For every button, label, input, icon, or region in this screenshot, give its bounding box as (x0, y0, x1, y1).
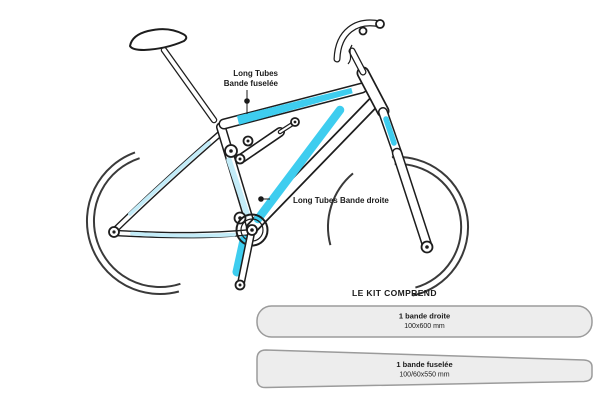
stem (352, 51, 363, 72)
crank-film-highlight (232, 235, 249, 277)
rear-tire-outer-arc (85, 151, 180, 295)
front-tire-outer-arc (391, 156, 470, 297)
kit-title: LE KIT COMPREND (352, 288, 437, 298)
saddle (128, 28, 188, 52)
annotation-tapered-line1: Long Tubes (233, 69, 278, 78)
suspension-linkage (224, 135, 254, 225)
straight-band-name: 1 bande droite (399, 312, 450, 321)
tapered-band-name: 1 bande fuselée (396, 360, 452, 369)
annotation-straight-band: Long Tubes Bande droite (258, 196, 389, 205)
marker-dot (244, 98, 250, 104)
brake-lever-clamp (358, 26, 368, 36)
rear-tire-inner-arc (93, 157, 181, 289)
kit-section: LE KIT COMPREND 1 bande droite 100x600 m… (256, 288, 593, 389)
grip-end (375, 19, 385, 29)
seatpost (164, 50, 214, 120)
seat-stay-film-highlight (128, 141, 211, 216)
front-tire-left-arc (327, 172, 354, 246)
kit-strip-tapered: 1 bande fuselée 100/60x550 mm (256, 349, 593, 389)
kit-strip-straight: 1 bande droite 100x600 mm (256, 305, 593, 338)
tapered-band-shape (256, 349, 593, 389)
rear-shock (234, 117, 300, 165)
straight-band-shape (256, 305, 593, 338)
down-tube-film-highlight-straight (253, 105, 345, 224)
seat-tube-film-highlight (226, 157, 250, 217)
brake-cable (347, 44, 353, 65)
top-tube-film-highlight-tapered (236, 87, 353, 125)
handlebar (337, 19, 385, 65)
fork (383, 112, 434, 254)
fork-film-highlight (383, 116, 397, 146)
rear-dropout (108, 226, 120, 238)
chain-stay-film-highlight (130, 231, 236, 238)
annotation-tapered-band: Long Tubes Bande fuselée (224, 69, 279, 114)
front-tire-inner-arc (394, 163, 463, 289)
marker-dot (258, 196, 264, 202)
wheels (85, 151, 470, 297)
annotation-straight-label: Long Tubes Bande droite (293, 196, 389, 205)
straight-band-size: 100x600 mm (404, 323, 445, 330)
annotation-tapered-line2: Bande fuselée (224, 79, 279, 88)
tapered-band-size: 100/60x550 mm (399, 372, 449, 379)
crankset (234, 213, 269, 291)
